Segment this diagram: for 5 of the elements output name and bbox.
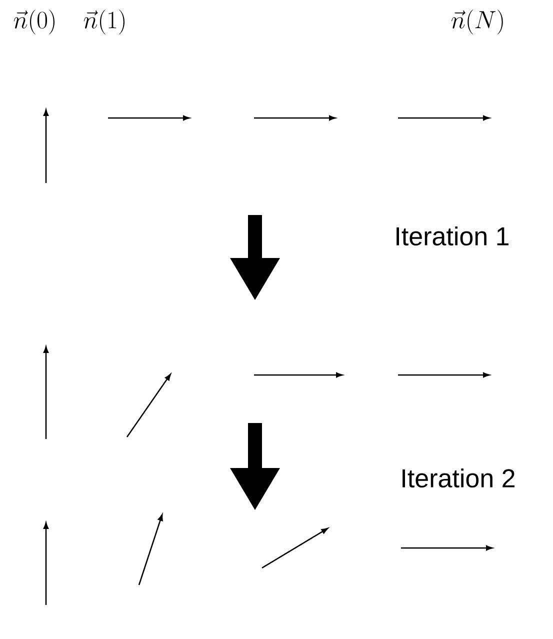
vector-label: $\vec{n}(1)$ — [84, 10, 124, 34]
iteration-label: Iteration 1 — [396, 226, 508, 246]
iteration-label: Iteration 2 — [402, 468, 514, 488]
vector-label: $\vec{n}(N)$ — [452, 10, 503, 34]
vector-label: $\vec{n}(0)$ — [14, 10, 54, 34]
